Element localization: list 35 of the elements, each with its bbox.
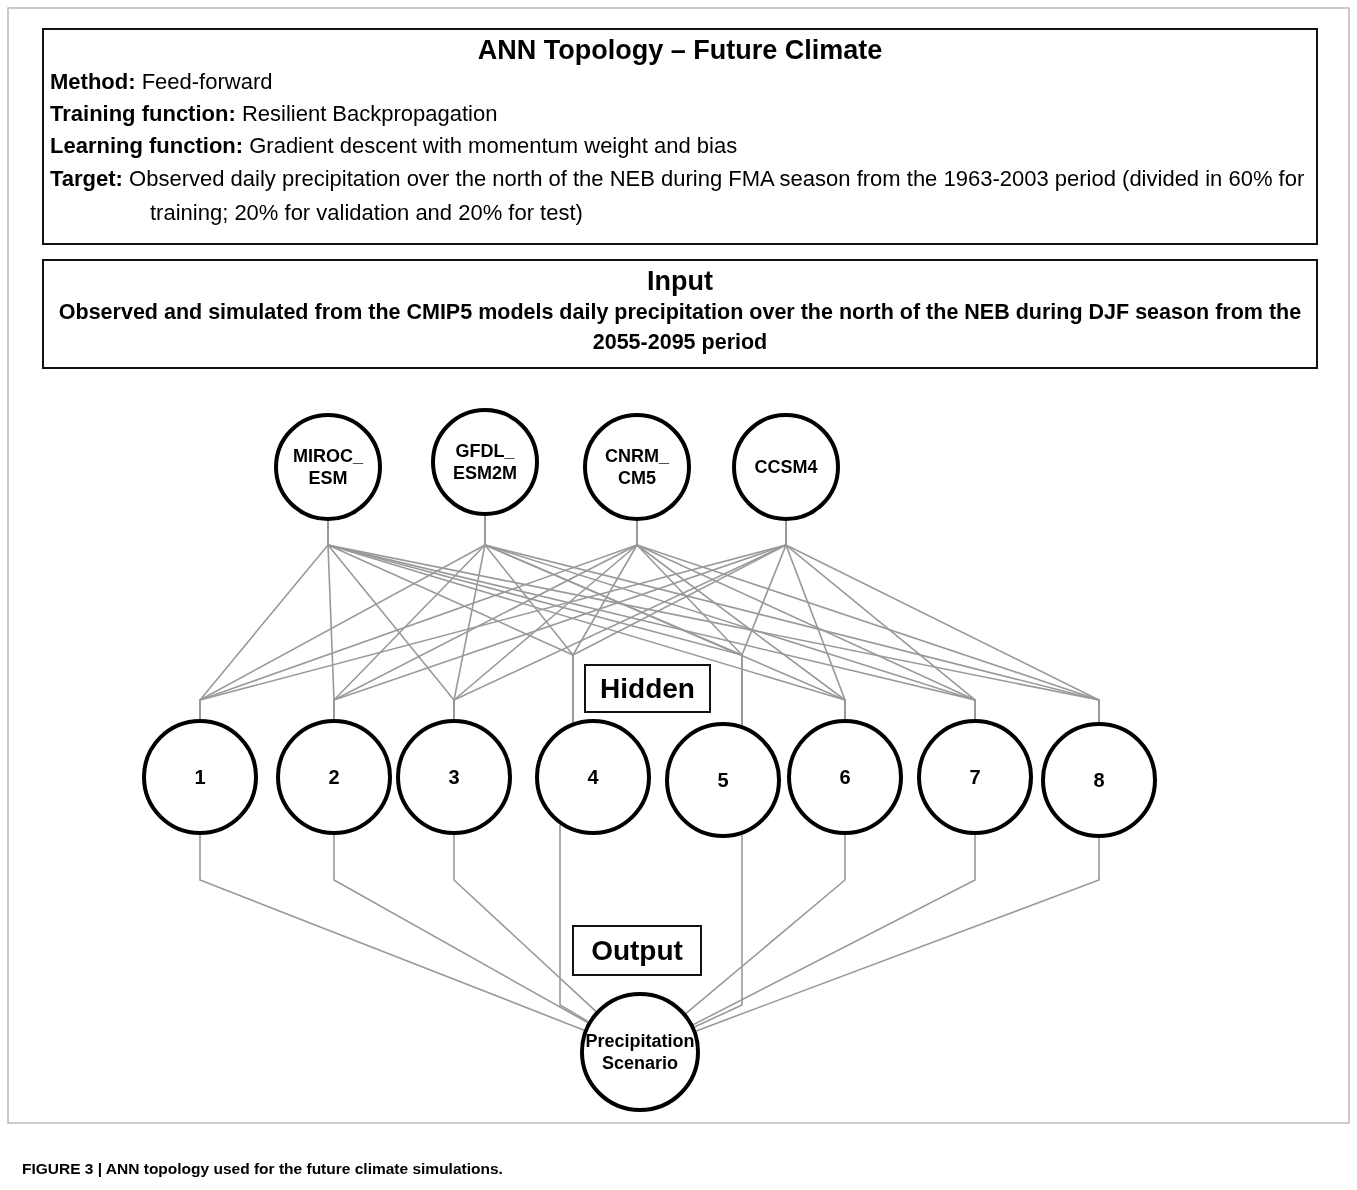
node-label: 4: [586, 766, 600, 788]
connection-line: [453, 834, 597, 1013]
connection-line: [695, 837, 1100, 1032]
connection-line: [693, 834, 743, 1028]
node-label: GFDL_ ESM2M: [452, 440, 518, 484]
connection-line: [685, 834, 846, 1015]
layer-label: Output: [591, 934, 683, 967]
panel-text: Training function: Resilient Backpropagation: [50, 100, 499, 128]
node-label: 5: [716, 769, 730, 791]
node-label: 2: [327, 766, 341, 788]
node-label: 1: [193, 766, 207, 788]
figure-caption: FIGURE 3 | ANN topology used for the future climate simulations.: [22, 1160, 503, 1178]
heading: ANN Topology – Future Climate: [476, 34, 884, 66]
connection-line: [333, 834, 589, 1024]
heading: Input: [646, 265, 714, 297]
connection-line: [199, 834, 585, 1031]
layer-label-box: [572, 925, 702, 976]
panel-text: Target: Observed daily precipitation over the north of the NEB during FMA season from the 1963-2003 period (divided in 60% for training; 20% for validation and 20% for test): [50, 165, 1306, 227]
connection-line: [559, 823, 590, 1023]
node-label: 3: [447, 766, 461, 788]
node-label: MIROC_ ESM: [292, 445, 364, 489]
node-label: 6: [838, 766, 852, 788]
node-label: CCSM4: [753, 456, 819, 478]
node-label: 8: [1092, 769, 1106, 791]
node-label: CNRM_ CM5: [604, 445, 670, 489]
node-label: 7: [968, 766, 982, 788]
info-box: [42, 259, 1318, 369]
panel-text: Method: Feed-forward: [50, 68, 274, 96]
layer-label-box: [584, 664, 711, 713]
layer-label: Hidden: [600, 672, 695, 705]
panel-text: Observed and simulated from the CMIP5 models daily precipitation over the north of the NEB during DJF season from the 2055-2095 period: [57, 299, 1303, 356]
node-label: Precipitation Scenario: [584, 1030, 696, 1074]
info-box: [42, 28, 1318, 245]
panel-text: Learning function: Gradient descent with momentum weight and bias: [50, 132, 739, 160]
connection-line: [692, 834, 976, 1026]
